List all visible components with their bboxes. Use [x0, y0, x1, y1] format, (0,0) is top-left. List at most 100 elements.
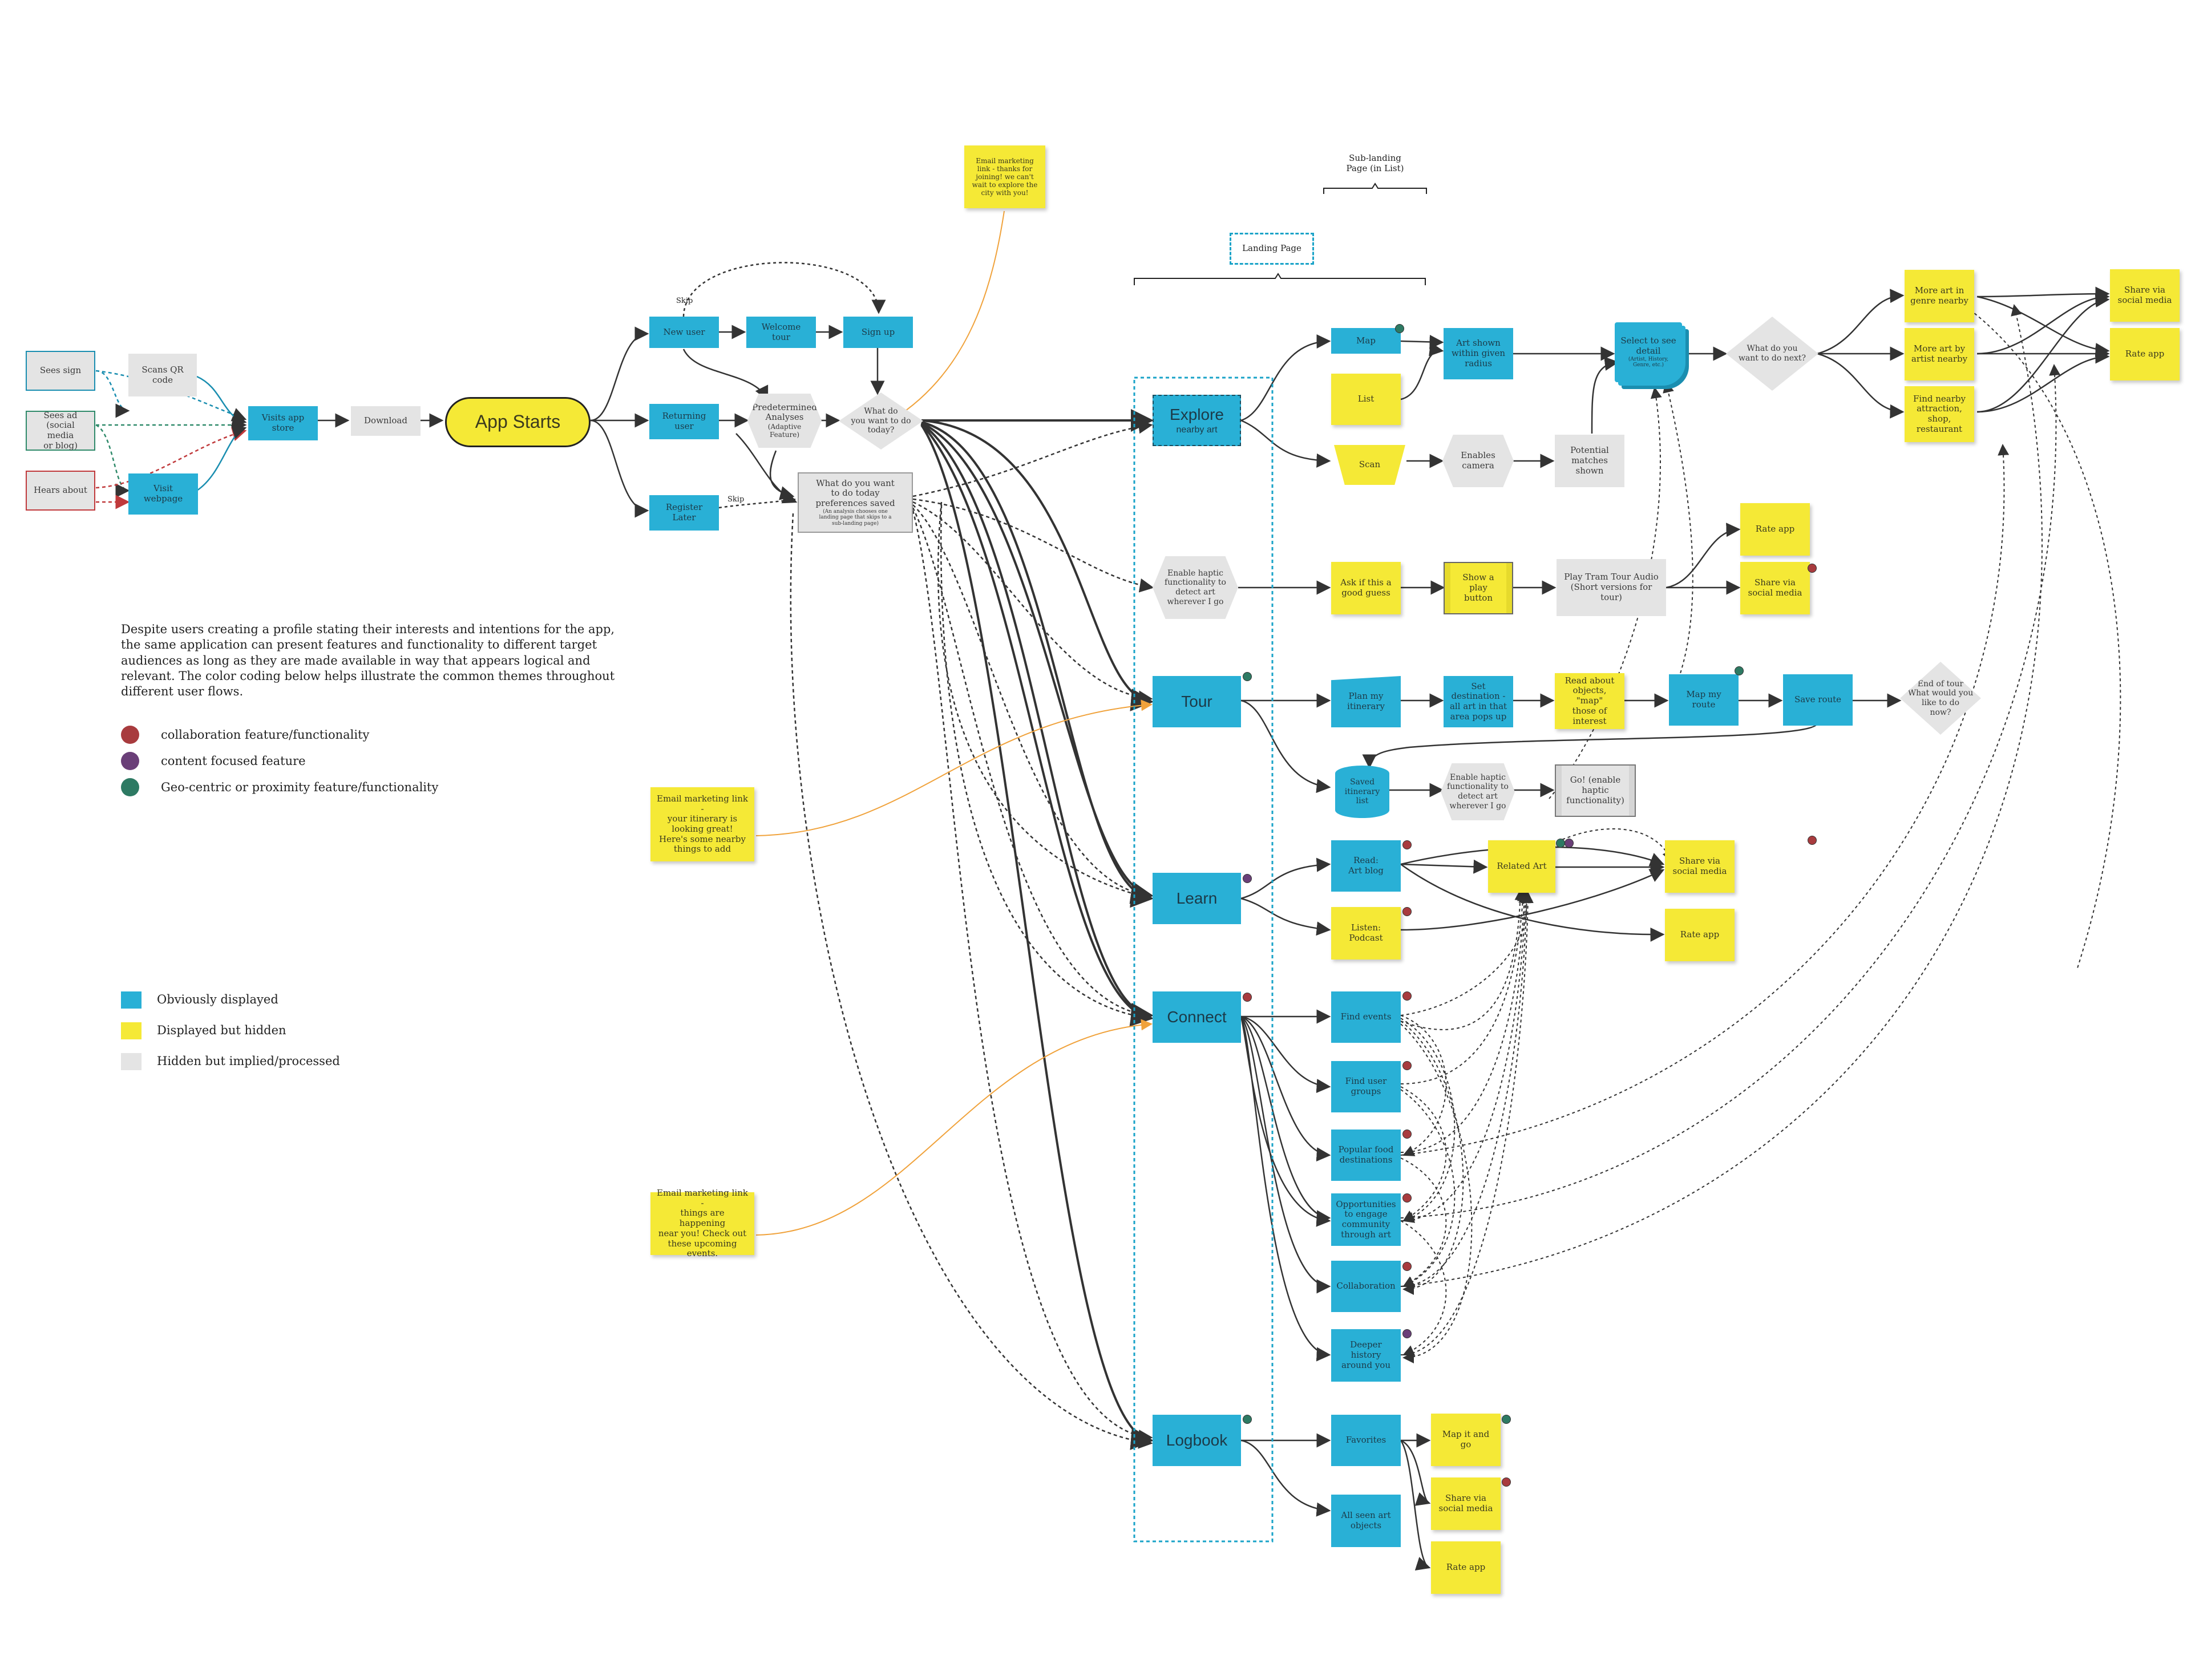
email-join-note: Email marketing link - thanks for joinin…: [964, 145, 1045, 208]
scans-qr-box: Scans QR code: [128, 354, 197, 396]
new-user-label: New user: [663, 326, 705, 337]
map-route-label: Map my route: [1686, 689, 1721, 710]
find-nearby-label: Find nearby attraction, shop, restaurant: [1913, 393, 1966, 434]
tour-landing[interactable]: Tour: [1153, 676, 1241, 727]
skip-top-label: Skip: [676, 297, 693, 305]
sees-sign-label: Sees sign: [39, 365, 82, 376]
map-it-box: Map it and go: [1431, 1414, 1501, 1466]
map-label: Map: [1356, 335, 1376, 346]
geo-dot: [1243, 1415, 1252, 1424]
download-box: Download: [351, 406, 421, 436]
logbook-label: Logbook: [1166, 1431, 1228, 1450]
find-events-label: Find events: [1340, 1011, 1392, 1022]
predetermined-label: Predetermined Analyses: [752, 402, 817, 423]
hears-about-box: Hears about: [26, 471, 95, 511]
find-nearby-box: Find nearby attraction, shop, restaurant: [1905, 386, 1974, 442]
skip-bottom-label: Skip: [727, 495, 745, 504]
welcome-tour-label: Welcome tour: [761, 321, 801, 342]
sub-landing-header: Sub-landing Page (in List): [1346, 153, 1404, 173]
sign-up-box: Sign up: [843, 317, 913, 348]
more-genre-label: More art in genre nearby: [1910, 285, 1968, 306]
email-join-label: Email marketing link - thanks for joinin…: [972, 156, 1038, 197]
go-haptic-label: Go! (enable haptic functionality): [1566, 775, 1624, 805]
collaboration-box: Collaboration: [1331, 1261, 1401, 1312]
app-starts-label: App Starts: [475, 411, 561, 432]
content-dot: [1565, 839, 1574, 848]
predetermined-note: (Adaptive Feature): [767, 423, 802, 439]
potential-matches-label: Potential matches shown: [1570, 445, 1609, 476]
collaboration-dot: [1808, 564, 1817, 573]
explore-sub-label: nearby art: [1176, 425, 1218, 435]
geo-dot: [1502, 1415, 1511, 1424]
logbook-rate-box: Rate app: [1431, 1541, 1501, 1594]
what-today-label: What do you want to do today?: [851, 407, 911, 435]
enables-camera-box: Enables camera: [1442, 435, 1514, 487]
end-tour-label: End of tour What would you like to do no…: [1907, 679, 1974, 717]
favorites-label: Favorites: [1345, 1435, 1386, 1446]
set-destination-label: Set destination - all art in that area p…: [1449, 681, 1507, 722]
connect-label: Connect: [1167, 1008, 1227, 1026]
connect-landing[interactable]: Connect: [1153, 991, 1241, 1043]
show-play-label: Show a play button: [1462, 572, 1494, 603]
logbook-share-box: Share via social media: [1431, 1477, 1501, 1530]
select-detail-box: Select to see detail (Artist, History, G…: [1615, 322, 1682, 382]
related-art-box: Related Art: [1488, 840, 1555, 893]
landing-page-header: Landing Page: [1230, 233, 1314, 265]
collaboration-dot: [1402, 840, 1412, 849]
hears-about-label: Hears about: [34, 485, 87, 496]
returning-user-label: Returning user: [662, 411, 706, 431]
enables-camera-label: Enables camera: [1461, 450, 1495, 471]
haptic-share-box: Share via social media: [1740, 562, 1810, 614]
email-events-label: Email marketing link - things are happen…: [657, 1188, 748, 1259]
play-tram-label: Play Tram Tour Audio (Short versions for…: [1564, 572, 1659, 602]
legend-displayed-hidden-label: Displayed but hidden: [157, 1023, 286, 1037]
plan-itinerary-box: Plan my itinerary: [1331, 676, 1401, 727]
saved-itinerary-label: Saved itinerary list: [1344, 778, 1380, 806]
more-artist-box: More art by artist nearby: [1905, 328, 1974, 380]
select-detail-label: Select to see detail: [1620, 335, 1676, 356]
haptic-rate-label: Rate app: [1755, 524, 1795, 535]
learn-rate-box: Rate app: [1665, 909, 1735, 961]
read-about-label: Read about objects, "map" those of inter…: [1565, 675, 1615, 726]
legend-collaboration-dot: [121, 726, 139, 744]
geo-dot: [1735, 666, 1744, 675]
new-user-box: New user: [649, 317, 719, 348]
show-play-box: Show a play button: [1444, 562, 1513, 614]
learn-label: Learn: [1176, 889, 1218, 908]
deeper-history-box: Deeper history around you: [1331, 1329, 1401, 1382]
preferences-label: What do you want to do today preferences…: [815, 477, 895, 508]
legend-obvious-label: Obviously displayed: [157, 993, 278, 1006]
legend-obvious-swatch: [121, 991, 142, 1009]
select-detail-note: (Artist, History, Genre, etc.): [1628, 356, 1669, 369]
read-blog-box: Read: Art blog: [1331, 840, 1401, 892]
email-itinerary-note: Email marketing link - your itinerary is…: [650, 787, 754, 861]
popular-food-box: Popular food destinations: [1331, 1130, 1401, 1181]
geo-dot: [1395, 324, 1404, 333]
ask-guess-box: Ask if this a good guess: [1331, 562, 1401, 614]
sign-up-label: Sign up: [861, 326, 895, 337]
logbook-landing[interactable]: Logbook: [1153, 1415, 1241, 1466]
ask-guess-label: Ask if this a good guess: [1340, 577, 1392, 598]
haptic-detect-landing[interactable]: Enable haptic functionality to detect ar…: [1153, 556, 1238, 619]
learn-landing[interactable]: Learn: [1153, 873, 1241, 924]
opportunities-label: Opportunities to engage community throug…: [1336, 1199, 1396, 1240]
save-route-box: Save route: [1783, 674, 1853, 726]
haptic-share-label: Share via social media: [1748, 577, 1802, 598]
listen-podcast-label: Listen: Podcast: [1349, 922, 1383, 943]
preferences-saved-box: What do you want to do today preferences…: [798, 472, 913, 533]
content-dot: [1402, 1329, 1412, 1338]
popular-food-label: Popular food destinations: [1338, 1144, 1394, 1165]
art-shown-box: Art shown within given radius: [1444, 328, 1513, 379]
legend-hidden-implied-swatch: [121, 1053, 142, 1070]
learn-rate-label: Rate app: [1680, 929, 1720, 940]
collaboration-dot: [1502, 1477, 1511, 1487]
legend-geo-label: Geo-centric or proximity feature/functio…: [161, 780, 439, 794]
find-groups-box: Find user groups: [1331, 1061, 1401, 1112]
explore-landing[interactable]: Explore nearby art: [1153, 395, 1241, 446]
explore-rate-box: Rate app: [2110, 328, 2180, 380]
scans-qr-label: Scans QR code: [142, 364, 184, 385]
learn-share-box: Share via social media: [1665, 840, 1735, 893]
sees-sign-box: Sees sign: [26, 351, 95, 391]
saved-itinerary-box: Saved itinerary list: [1335, 766, 1389, 818]
